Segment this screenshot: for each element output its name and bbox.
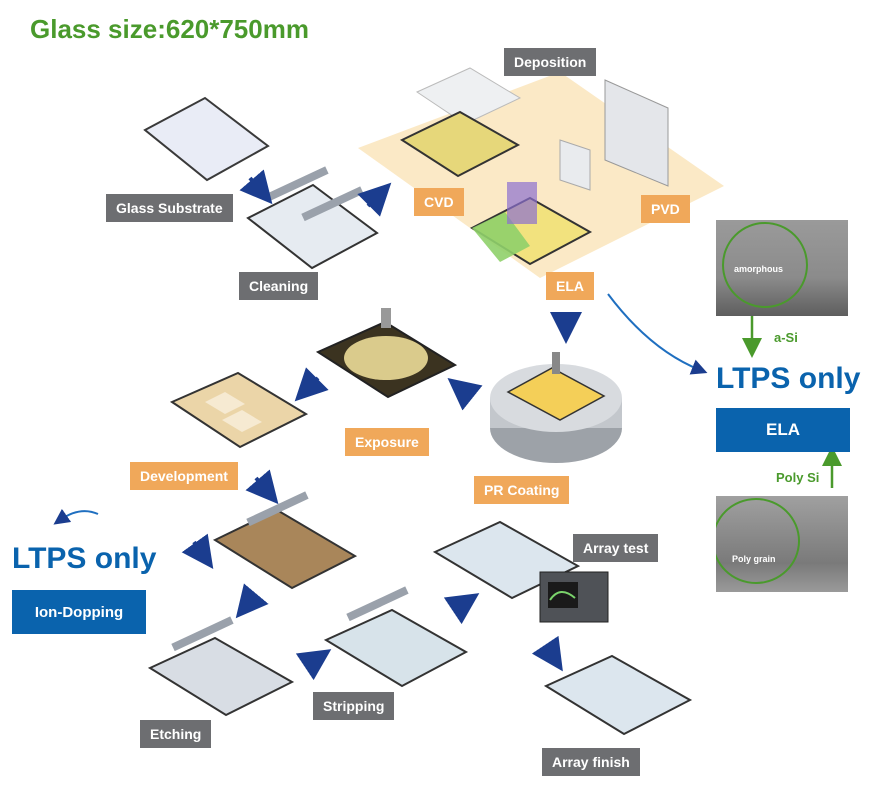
label-cleaning: Cleaning <box>239 272 319 300</box>
ela-box: ELA <box>716 408 850 452</box>
cvd-plate <box>399 110 521 178</box>
array-finish-plate <box>543 654 693 736</box>
stripping-plate <box>323 608 469 688</box>
glass-substrate-plate <box>143 96 270 182</box>
label-array-test: Array test <box>573 534 659 562</box>
label-glass-substrate: Glass Substrate <box>106 194 233 222</box>
label-development: Development <box>130 462 238 490</box>
process-arrows <box>181 169 582 681</box>
ltps-right-arrow <box>607 293 708 375</box>
sem-bottom-label: Poly grain <box>732 554 776 564</box>
label-etching: Etching <box>140 720 212 748</box>
label-cvd: CVD <box>414 188 464 216</box>
etching-plate <box>147 636 295 717</box>
cleaning-plate <box>246 183 379 270</box>
label-ela: ELA <box>546 272 594 300</box>
ion-dopping-box: Ion-Dopping <box>12 590 146 634</box>
sem-poly-grain-image: Poly grain <box>716 496 848 592</box>
pvd-target <box>604 79 669 187</box>
label-pvd: PVD <box>641 195 690 223</box>
sem-amorphous-image: amorphous <box>716 220 848 316</box>
label-deposition: Deposition <box>504 48 597 76</box>
development-plate <box>169 371 309 449</box>
cvd-shower-plate <box>415 67 522 125</box>
sem-top-label: amorphous <box>734 264 784 274</box>
label-pr-coating: PR Coating <box>474 476 570 504</box>
doping-plate <box>212 508 358 590</box>
a-si-note: a-Si <box>774 330 798 345</box>
ltps-only-left-heading: LTPS only <box>12 542 157 575</box>
ltps-only-right-heading: LTPS only <box>716 362 861 395</box>
page-title: Glass size:620*750mm <box>30 14 309 44</box>
pr-coating-plate <box>506 367 606 421</box>
label-stripping: Stripping <box>313 692 395 720</box>
ltps-left-arrow <box>53 508 99 525</box>
poly-si-note: Poly Si <box>776 470 820 485</box>
ela-laser-beam <box>507 182 537 224</box>
label-array-finish: Array finish <box>542 748 640 776</box>
label-exposure: Exposure <box>345 428 429 456</box>
